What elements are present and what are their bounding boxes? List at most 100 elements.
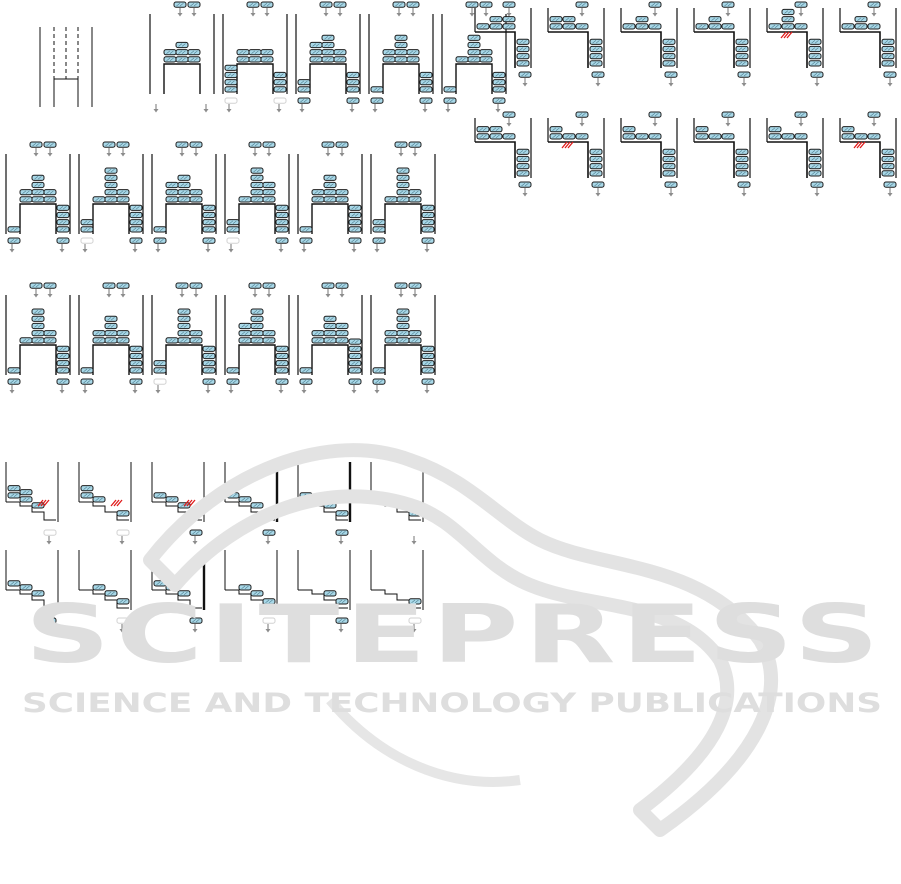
crate: [444, 87, 456, 92]
crate: [385, 338, 397, 343]
crate: [93, 197, 105, 202]
crate: [227, 220, 239, 225]
crate: [312, 338, 324, 343]
arrow-head: [653, 13, 658, 17]
crate: [117, 599, 129, 604]
crate: [8, 493, 20, 498]
crate: [276, 353, 288, 358]
arrow-head: [326, 153, 331, 157]
crate: [188, 2, 200, 7]
row-c-panel-6: [371, 283, 435, 394]
crate: [422, 238, 434, 243]
arrow-head: [399, 153, 404, 157]
crate: [696, 134, 708, 139]
crate: [709, 17, 721, 22]
crate: [154, 227, 166, 232]
crate: [178, 197, 190, 202]
crate: [32, 338, 44, 343]
crate: [312, 497, 324, 502]
crate: [57, 379, 69, 384]
crate: [178, 338, 190, 343]
crate: [738, 182, 750, 187]
crate: [239, 585, 251, 590]
crate: [105, 175, 117, 180]
crate: [576, 112, 588, 117]
crate: [57, 353, 69, 358]
crate: [190, 142, 202, 147]
row-e-panel-1: [6, 550, 58, 633]
crate: [276, 220, 288, 225]
arrow-head: [156, 249, 161, 253]
crate: [336, 331, 348, 336]
crate: [373, 379, 385, 384]
row-d-panel-4: [225, 462, 277, 545]
crate: [409, 599, 421, 604]
arrow-head: [277, 109, 282, 113]
arrow-head: [653, 123, 658, 127]
crate: [117, 283, 129, 288]
crate: [20, 197, 32, 202]
chamber-outline: [312, 204, 348, 234]
row-a-panel-2: [223, 2, 287, 113]
crate: [274, 80, 286, 85]
empty-slot: [227, 238, 239, 243]
crate: [263, 283, 275, 288]
crate: [8, 227, 20, 232]
crate: [93, 497, 105, 502]
arrow-head: [484, 13, 489, 17]
crate: [176, 42, 188, 47]
crate: [420, 80, 432, 85]
crate: [722, 112, 734, 117]
arrow-head: [266, 541, 271, 545]
crate: [310, 57, 322, 62]
crate: [420, 98, 432, 103]
crate: [44, 142, 56, 147]
crate: [322, 142, 334, 147]
crate: [20, 490, 32, 495]
crate: [809, 54, 821, 59]
crate: [397, 331, 409, 336]
crate: [336, 530, 348, 535]
arrow-head: [496, 109, 501, 113]
crate: [57, 238, 69, 243]
crate: [550, 127, 562, 132]
crate: [130, 227, 142, 232]
arrow-head: [397, 13, 402, 17]
crate: [263, 182, 275, 187]
step-outline: [694, 142, 734, 178]
crate: [190, 190, 202, 195]
arrow-head: [192, 13, 197, 17]
crate: [117, 142, 129, 147]
crate: [422, 361, 434, 366]
crate: [563, 24, 575, 29]
chamber-outline: [237, 64, 273, 94]
crate: [322, 283, 334, 288]
crate: [105, 591, 117, 596]
crate: [298, 80, 310, 85]
crate: [203, 238, 215, 243]
crate: [722, 134, 734, 139]
crate: [81, 486, 93, 491]
crate: [251, 168, 263, 173]
crate: [178, 309, 190, 314]
crate: [422, 220, 434, 225]
arrow-head: [888, 193, 893, 197]
arrow-head: [121, 153, 126, 157]
arrow-head: [669, 83, 674, 87]
crate: [550, 134, 562, 139]
empty-slot: [225, 98, 237, 103]
crate: [422, 368, 434, 373]
crate: [203, 205, 215, 210]
crate: [334, 57, 346, 62]
arrow-head: [340, 294, 345, 298]
crate: [105, 338, 117, 343]
crate: [312, 331, 324, 336]
arrow-head: [596, 193, 601, 197]
crate: [334, 50, 346, 55]
crate: [868, 24, 880, 29]
arrow-head: [413, 294, 418, 298]
crate: [322, 35, 334, 40]
crate: [736, 61, 748, 66]
crate: [795, 24, 807, 29]
crate: [493, 98, 505, 103]
